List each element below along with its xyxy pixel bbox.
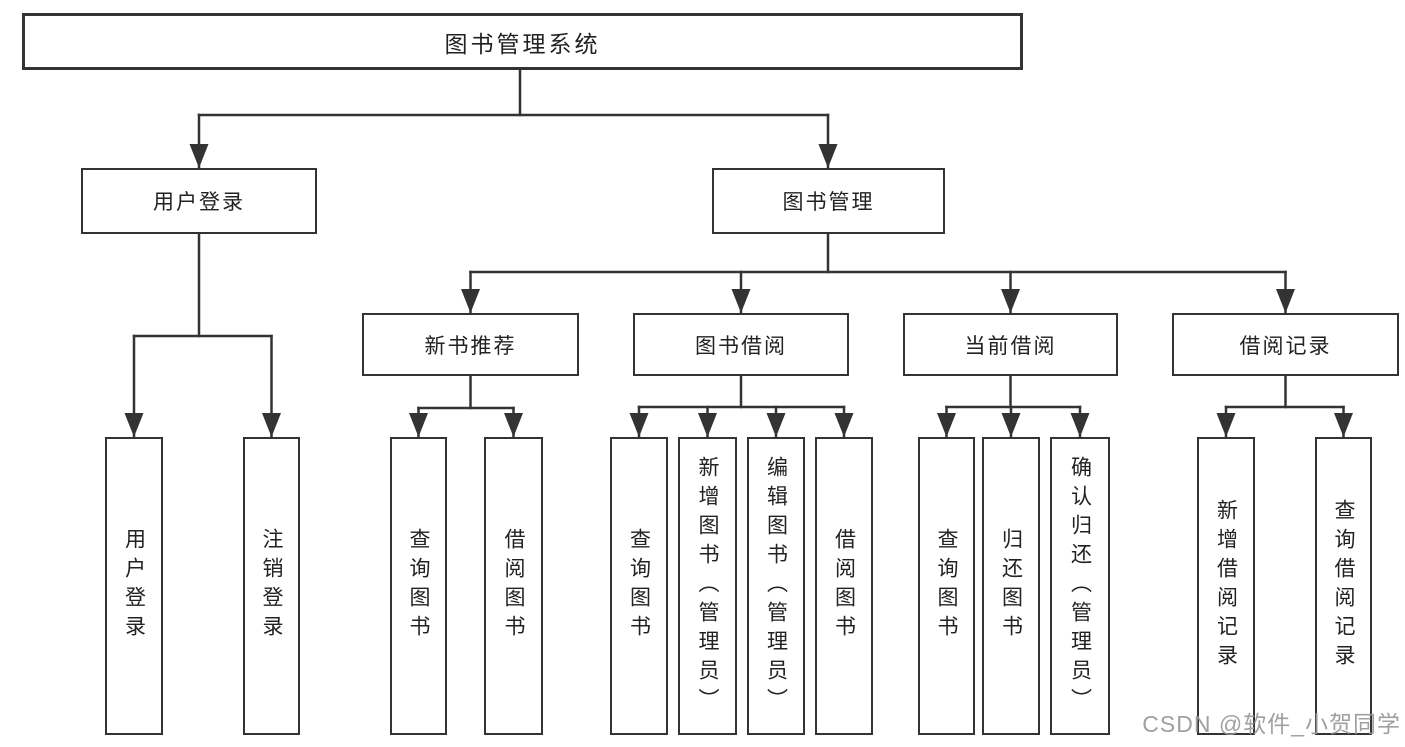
node-new-book-recommend: 新书推荐 — [362, 313, 579, 376]
connector-current-borrow-to-leaves — [937, 374, 1090, 438]
node-root-library-system: 图书管理系统 — [22, 13, 1023, 70]
node-leaf-edit-books-admin: 编辑图书（管理员） — [747, 437, 805, 735]
connector-root-to-level2 — [189, 68, 838, 169]
connector-book-management-to-level3 — [461, 232, 1295, 314]
node-leaf-confirm-return-admin: 确认归还（管理员） — [1050, 437, 1110, 735]
connector-new-book-to-leaves — [409, 374, 523, 438]
connector-user-login-to-leaves — [124, 232, 281, 438]
node-leaf-return-books: 归还图书 — [982, 437, 1040, 735]
node-leaf-borrow-books: 借阅图书 — [815, 437, 873, 735]
node-leaf-query-books-recommend: 查询图书 — [390, 437, 447, 735]
node-borrow-records: 借阅记录 — [1172, 313, 1399, 376]
node-book-management: 图书管理 — [712, 168, 945, 234]
node-book-borrow: 图书借阅 — [633, 313, 849, 376]
node-current-borrow: 当前借阅 — [903, 313, 1118, 376]
node-leaf-logout: 注销登录 — [243, 437, 300, 735]
csdn-watermark: CSDN @软件_小贺同学 — [1142, 711, 1401, 737]
node-leaf-add-books-admin: 新增图书（管理员） — [678, 437, 737, 735]
connector-book-borrow-to-leaves — [629, 374, 854, 438]
node-leaf-query-books-current: 查询图书 — [918, 437, 975, 735]
node-leaf-add-borrow-record: 新增借阅记录 — [1197, 437, 1255, 735]
node-leaf-query-borrow-record: 查询借阅记录 — [1315, 437, 1372, 735]
connector-borrow-records-to-leaves — [1216, 374, 1353, 438]
node-leaf-user-login: 用户登录 — [105, 437, 163, 735]
node-leaf-query-books-borrow: 查询图书 — [610, 437, 668, 735]
node-leaf-borrow-books-recommend: 借阅图书 — [484, 437, 543, 735]
node-user-login: 用户登录 — [81, 168, 317, 234]
